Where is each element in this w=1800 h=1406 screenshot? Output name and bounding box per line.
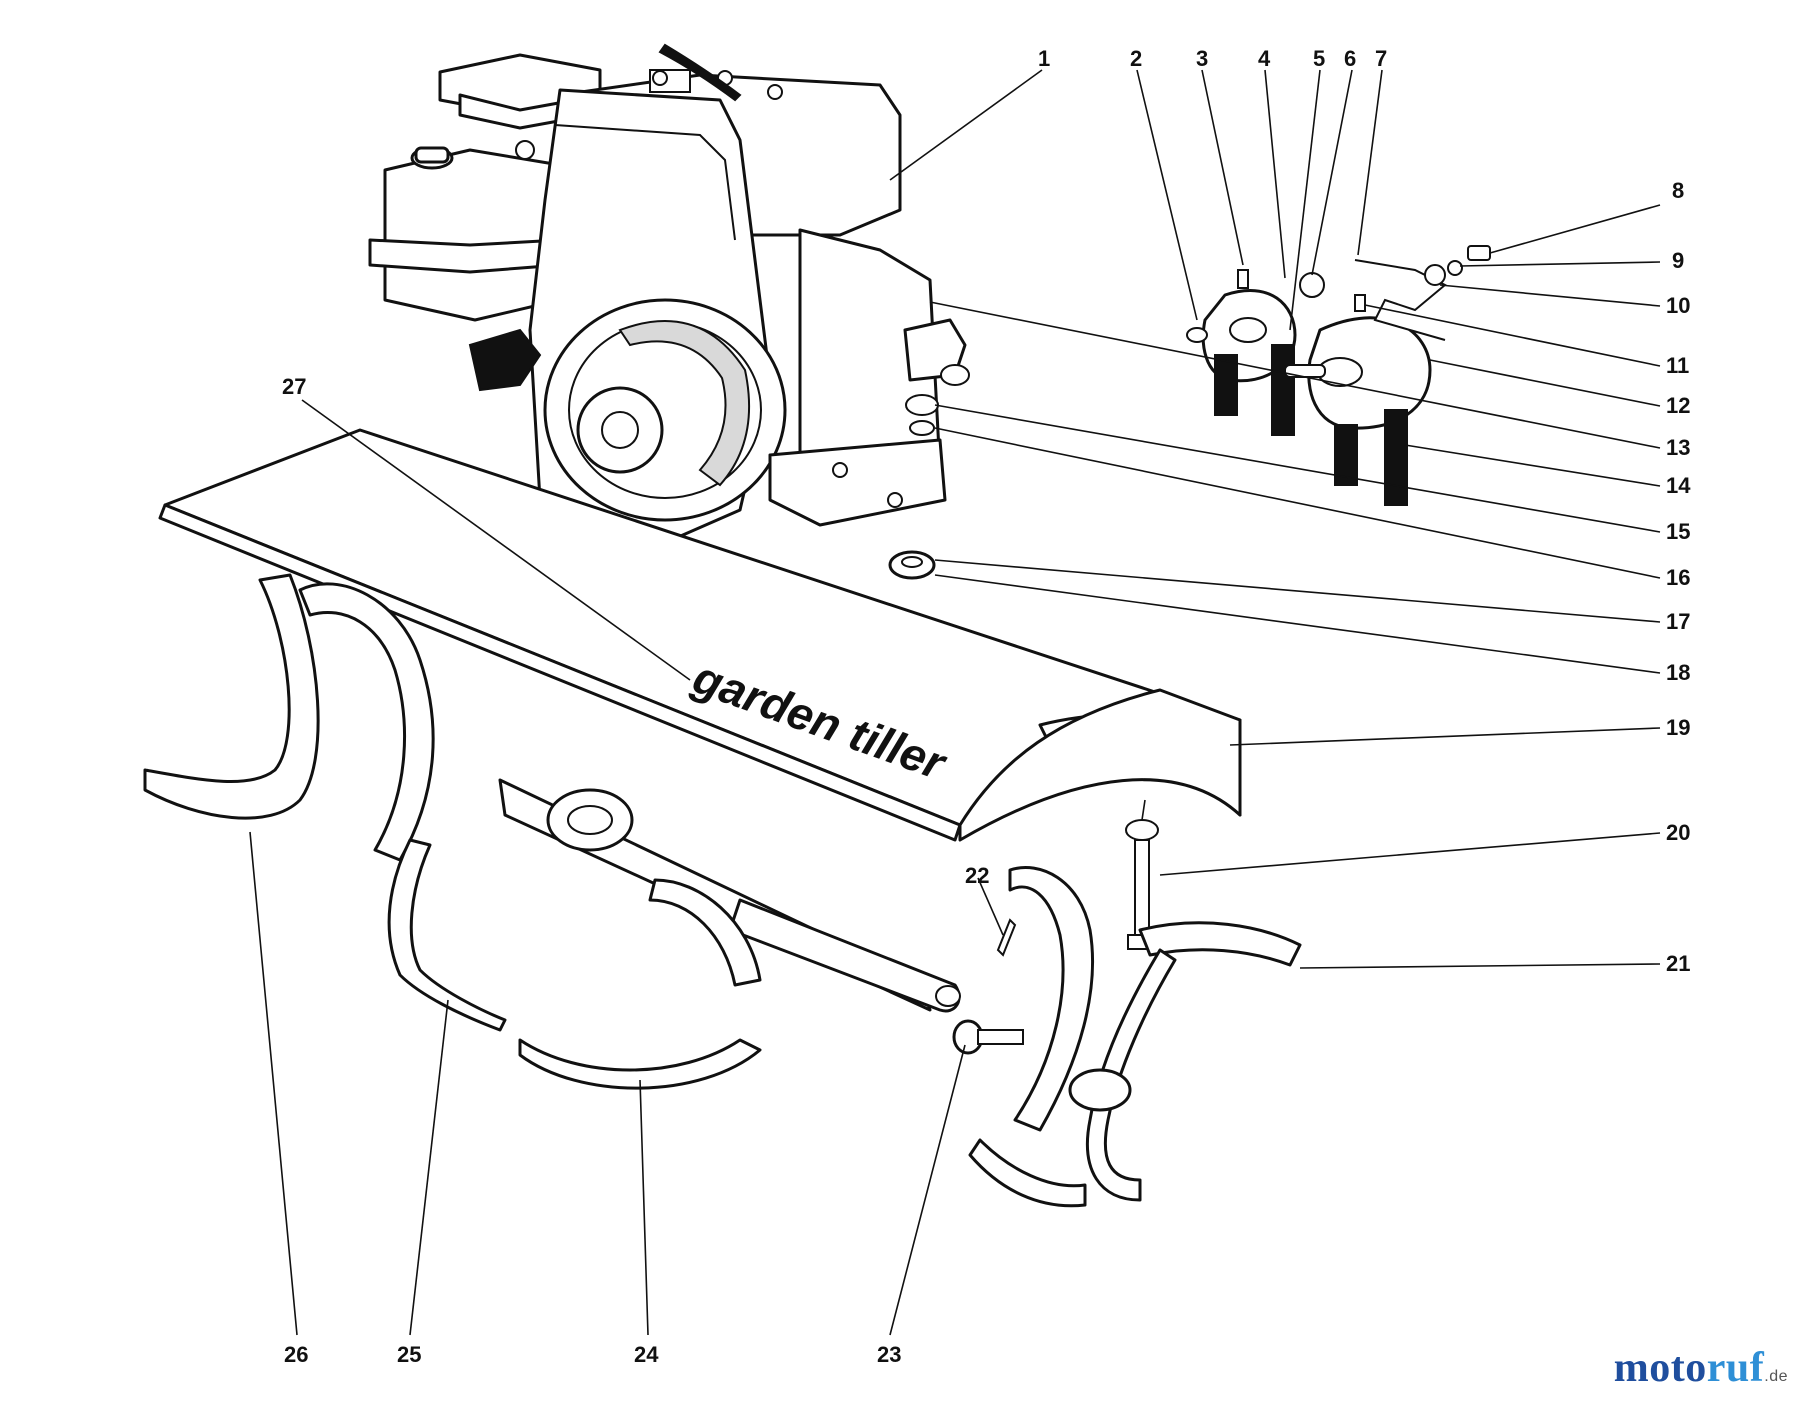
callout-7: 7 bbox=[1375, 46, 1387, 71]
watermark-suffix: .de bbox=[1764, 1368, 1788, 1385]
callout-4: 4 bbox=[1258, 46, 1271, 71]
callout-22: 22 bbox=[965, 863, 989, 888]
leader-lines bbox=[249, 69, 1661, 1336]
callout-3: 3 bbox=[1196, 46, 1208, 71]
callout-20: 20 bbox=[1666, 820, 1690, 845]
callout-2: 2 bbox=[1130, 46, 1142, 71]
callout-14: 14 bbox=[1666, 473, 1691, 498]
mount-hardware bbox=[888, 394, 1159, 950]
callout-13: 13 bbox=[1666, 435, 1690, 460]
callout-numbers: 1 2 3 4 5 6 7 8 9 10 11 12 13 14 15 16 1… bbox=[282, 46, 1691, 1367]
callout-1: 1 bbox=[1038, 46, 1050, 71]
callout-19: 19 bbox=[1666, 715, 1690, 740]
callout-21: 21 bbox=[1666, 951, 1690, 976]
callout-5: 5 bbox=[1313, 46, 1325, 71]
callout-6: 6 bbox=[1344, 46, 1356, 71]
callout-11: 11 bbox=[1666, 353, 1689, 378]
callout-16: 16 bbox=[1666, 565, 1690, 590]
callout-23: 23 bbox=[877, 1342, 901, 1367]
callout-27: 27 bbox=[282, 374, 306, 399]
callout-26: 26 bbox=[284, 1342, 308, 1367]
callout-8: 8 bbox=[1672, 178, 1684, 203]
tine-assembly bbox=[143, 573, 1302, 1208]
callout-24: 24 bbox=[634, 1342, 659, 1367]
callout-9: 9 bbox=[1672, 248, 1684, 273]
tine-hood: garden tiller bbox=[158, 428, 1242, 842]
watermark-part2: ruf bbox=[1706, 1345, 1765, 1391]
belt-drive-assembly bbox=[1186, 245, 1491, 506]
motoruf-watermark: motoruf.de bbox=[1614, 1344, 1788, 1392]
callout-15: 15 bbox=[1666, 519, 1690, 544]
callout-17: 17 bbox=[1666, 609, 1690, 634]
engine bbox=[368, 43, 970, 547]
callout-25: 25 bbox=[397, 1342, 421, 1367]
watermark-part1: moto bbox=[1613, 1345, 1707, 1391]
callout-10: 10 bbox=[1666, 293, 1690, 318]
callout-12: 12 bbox=[1666, 393, 1690, 418]
callout-18: 18 bbox=[1666, 660, 1690, 685]
